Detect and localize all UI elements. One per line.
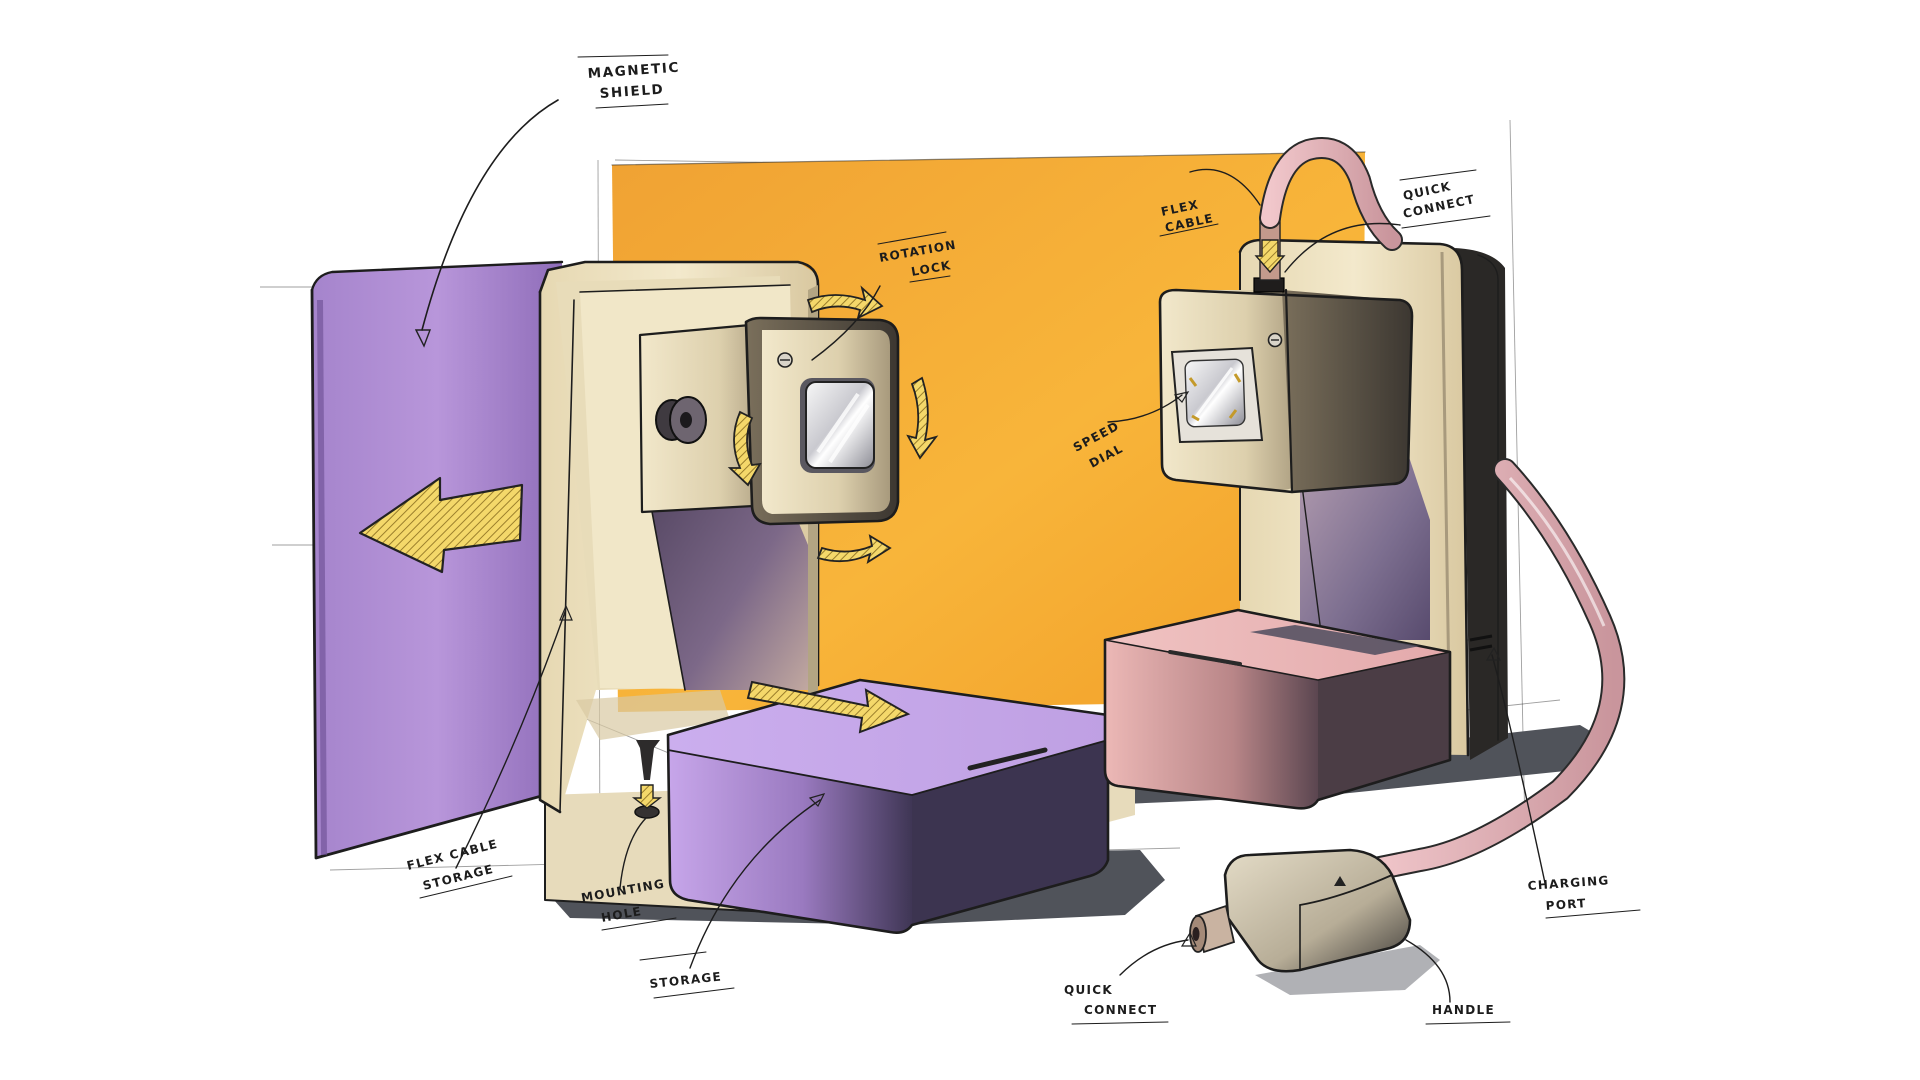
label-flex-cable-storage: FLEX CABLE STORAGE <box>405 837 513 899</box>
label-charging-port: CHARGING PORT <box>1527 873 1641 919</box>
focus-knob <box>655 396 707 444</box>
left-storage-box <box>666 678 1110 934</box>
label-quick-connect-bottom: QUICK CONNECT <box>1064 983 1169 1025</box>
right-storage-box <box>1103 608 1452 810</box>
label-magnetic-shield-line2: SHIELD <box>599 82 665 102</box>
mounting-screw <box>631 740 663 819</box>
label-quick-connect-bottom-line1: QUICK <box>1064 983 1113 997</box>
speed-dial-window <box>1170 346 1264 444</box>
label-storage-text: STORAGE <box>649 969 723 991</box>
label-magnetic-shield: MAGNETIC SHIELD <box>577 54 680 109</box>
label-charging-port-line2: PORT <box>1545 896 1587 913</box>
flex-cable <box>1259 137 1626 882</box>
label-rotation-lock-line2: LOCK <box>910 258 953 279</box>
leader-lines <box>414 99 1546 1003</box>
label-magnetic-shield-line1: MAGNETIC <box>587 60 680 82</box>
label-handle: HANDLE <box>1425 1003 1511 1025</box>
magnetic-shield-panel <box>310 260 564 860</box>
label-quick-connect-bottom-line2: CONNECT <box>1084 1003 1157 1017</box>
label-charging-port-line1: CHARGING <box>1527 873 1610 893</box>
lens-window <box>800 378 875 473</box>
right-camera-head <box>1158 217 1414 494</box>
quick-connect-fitting-top <box>1253 217 1286 293</box>
slide-direction-arrow <box>358 476 524 574</box>
left-camera-head <box>638 285 939 564</box>
label-storage: STORAGE <box>639 951 735 999</box>
quick-connect-fitting-bottom <box>1189 904 1236 954</box>
label-quick-connect-top: QUICK CONNECT <box>1399 169 1491 229</box>
label-handle-text: HANDLE <box>1432 1003 1495 1017</box>
rotation-arrows <box>727 285 939 564</box>
